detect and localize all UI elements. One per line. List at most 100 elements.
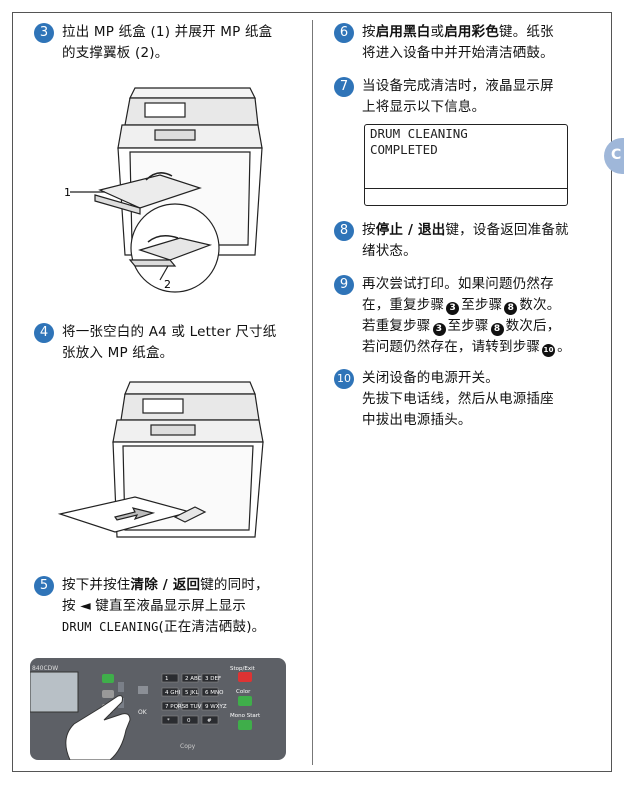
step-number: 8	[334, 221, 354, 241]
panel-color: Color	[236, 689, 251, 695]
text-span: 若重复步骤	[362, 318, 431, 334]
key-mono-start: 启用黑白	[375, 24, 431, 40]
text-span: 数次后，	[505, 318, 561, 334]
page-frame	[12, 12, 612, 772]
step-number: 7	[334, 77, 354, 97]
text-span: 键。纸张	[499, 24, 554, 40]
step-number: 9	[334, 275, 354, 295]
keypad-hash: #	[207, 718, 212, 724]
step-line: 的支撑翼板 (2)。	[62, 45, 169, 61]
step-ref-10: 10	[542, 344, 556, 357]
keypad-0: 0	[187, 718, 191, 724]
text-span: 至步骤	[461, 297, 503, 313]
step-line: 再次尝试打印。如果问题仍然存	[362, 276, 554, 292]
control-panel-illustration: 840CDW OK 1 2 ABC 3 DEF 4 GHI 5 JKL 6 MN…	[30, 658, 286, 760]
step-line: 中拔出电源插头。	[362, 412, 472, 428]
step-10: 10 关闭设备的电源开关。 先拔下电话线，然后从电源插座 中拔出电源插头。	[334, 368, 554, 431]
step-line: 按停止 / 退出键，设备返回准备就	[362, 220, 569, 241]
panel-stop: Stop/Exit	[230, 666, 256, 672]
step-ref-8: 8	[504, 302, 518, 315]
step-3: 3 拉出 MP 纸盒 (1) 并展开 MP 纸盒 的支撑翼板 (2)。	[34, 22, 272, 64]
printer-mp-tray-illustration: 1 2	[64, 87, 263, 293]
step-line: 当设备完成清洁时，液晶显示屏	[362, 78, 554, 94]
text-span: 键，设备返回准备就	[445, 222, 569, 238]
step-4: 4 将一张空白的 A4 或 Letter 尺寸纸 张放入 MP 纸盒。	[34, 322, 276, 364]
step-ref-3: 3	[432, 323, 446, 336]
keypad-1: 1	[165, 676, 169, 682]
keypad-6: 6 MNO	[205, 690, 224, 696]
step-8: 8 按停止 / 退出键，设备返回准备就 绪状态。	[334, 220, 569, 262]
step-line: 将进入设备中并开始清洁硒鼓。	[362, 45, 554, 61]
keypad-3: 3 DEF	[205, 676, 221, 682]
keypad-2: 2 ABC	[185, 676, 202, 682]
step-text: 将一张空白的 A4 或 Letter 尺寸纸 张放入 MP 纸盒。	[62, 322, 276, 364]
keypad-4: 4 GHI	[165, 690, 181, 696]
step-text: 关闭设备的电源开关。 先拔下电话线，然后从电源插座 中拔出电源插头。	[362, 368, 554, 431]
text-span: 至步骤	[447, 318, 489, 334]
step-text: 当设备完成清洁时，液晶显示屏 上将显示以下信息。	[362, 76, 554, 118]
text-span: 若问题仍然存在，请转到步骤	[362, 339, 541, 355]
section-tab-letter: C	[611, 147, 622, 163]
lcd-status-bar	[365, 188, 567, 189]
lcd-line-1: DRUM CLEANING	[370, 126, 468, 141]
step-line: 按启用黑白或启用彩色键。纸张	[362, 22, 554, 43]
step-text: 按启用黑白或启用彩色键。纸张 将进入设备中并开始清洁硒鼓。	[362, 22, 554, 64]
panel-mono: Mono Start	[230, 713, 261, 719]
panel-model: 840CDW	[32, 665, 58, 672]
lcd-line-2: COMPLETED	[370, 142, 438, 157]
step-line: 上将显示以下信息。	[362, 99, 486, 115]
step-6: 6 按启用黑白或启用彩色键。纸张 将进入设备中并开始清洁硒鼓。	[334, 22, 554, 64]
panel-copy: Copy	[180, 743, 196, 750]
step-line: 先拔下电话线，然后从电源插座	[362, 391, 554, 407]
column-divider	[312, 20, 313, 765]
step-5: 5 按下并按住清除 / 返回键的同时， 按 ◄ 键直至液晶显示屏上显示 DRUM…	[34, 575, 269, 638]
step-number: 6	[334, 23, 354, 43]
text-span: 按下并按住	[62, 577, 131, 593]
key-stop-exit: 停止 / 退出	[375, 222, 446, 238]
callout-2: 2	[164, 278, 171, 291]
lcd-message-inline: DRUM CLEANING	[62, 620, 159, 634]
text-span: 。	[557, 339, 571, 355]
step-7: 7 当设备完成清洁时，液晶显示屏 上将显示以下信息。	[334, 76, 554, 118]
key-color-start: 启用彩色	[444, 24, 500, 40]
step-line: 按下并按住清除 / 返回键的同时，	[62, 575, 269, 596]
step-text: 拉出 MP 纸盒 (1) 并展开 MP 纸盒 的支撑翼板 (2)。	[62, 22, 272, 64]
step-line: 将一张空白的 A4 或 Letter 尺寸纸	[62, 324, 277, 340]
step-line: 按 ◄ 键直至液晶显示屏上显示	[62, 598, 246, 614]
text-span: (正在清洁硒鼓)。	[158, 619, 266, 635]
keypad-9: 9 WXYZ	[205, 704, 227, 710]
step-line: 绪状态。	[362, 243, 417, 259]
text-span: 在，重复步骤	[362, 297, 445, 313]
text-span: 数次。	[519, 297, 561, 313]
step-ref-3: 3	[446, 302, 460, 315]
callout-1: 1	[64, 186, 71, 199]
step-text: 按停止 / 退出键，设备返回准备就 绪状态。	[362, 220, 569, 262]
lcd-display: DRUM CLEANING COMPLETED	[364, 124, 568, 206]
step-line: 张放入 MP 纸盒。	[62, 345, 174, 361]
step-line: 关闭设备的电源开关。	[362, 370, 499, 386]
step-text: 按下并按住清除 / 返回键的同时， 按 ◄ 键直至液晶显示屏上显示 DRUM C…	[62, 575, 269, 638]
text-span: 或	[430, 24, 445, 40]
step-number: 5	[34, 576, 54, 596]
step-number: 3	[34, 23, 54, 43]
text-span: 键的同时，	[200, 577, 269, 593]
step-line: DRUM CLEANING(正在清洁硒鼓)。	[62, 617, 269, 638]
step-number: 10	[334, 369, 354, 389]
text-span: 按	[362, 222, 376, 238]
keypad-7: 7 PQRS	[165, 704, 186, 710]
keypad-star: *	[167, 718, 170, 724]
section-tab: C	[604, 138, 624, 174]
panel-ok: OK	[138, 709, 148, 716]
step-number: 4	[34, 323, 54, 343]
key-clear-back: 清除 / 返回	[130, 577, 201, 593]
step-ref-8: 8	[490, 323, 504, 336]
load-paper-illustration	[57, 381, 264, 538]
text-span: 按	[362, 24, 376, 40]
keypad-8: 8 TUV	[185, 704, 202, 710]
keypad-5: 5 JKL	[185, 690, 199, 696]
